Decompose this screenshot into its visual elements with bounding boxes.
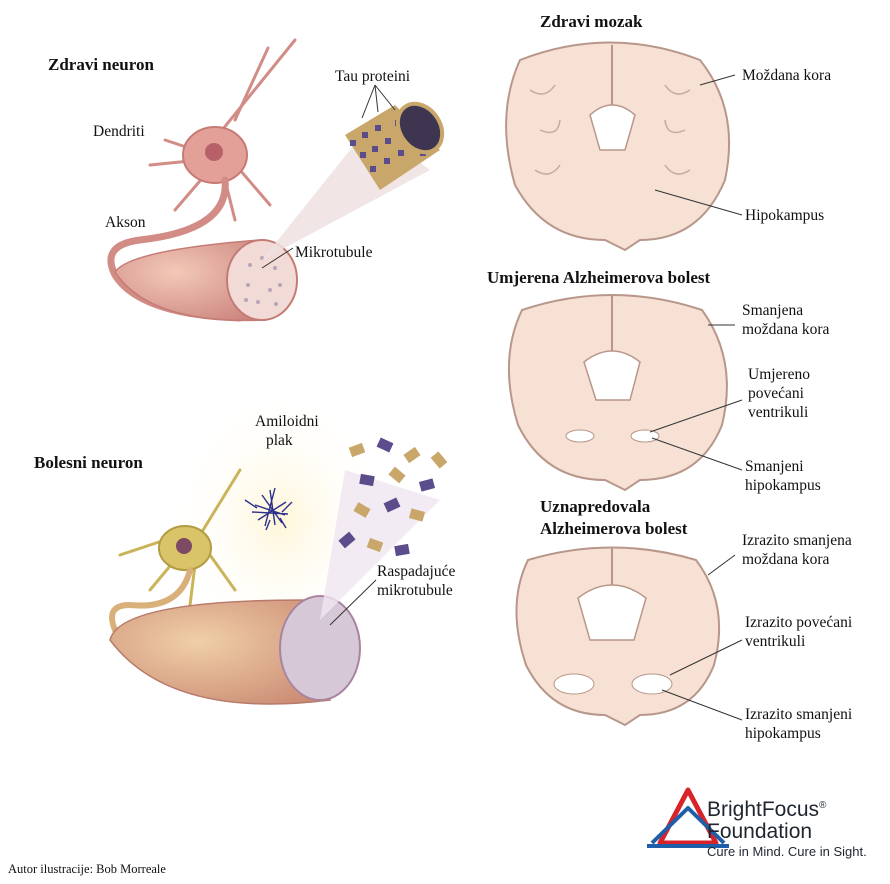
- healthy-hippocampus-label: Hipokampus: [745, 207, 824, 225]
- moderate-hippocampus-label-line1: Smanjeni: [745, 458, 804, 476]
- advanced-hippocampus-label-line2: hipokampus: [745, 725, 821, 743]
- moderate-ad-title: Umjerena Alzheimerova bolest: [487, 268, 710, 288]
- moderate-cortex-label-line2: moždana kora: [742, 321, 829, 339]
- advanced-ventricles-label-line1: Izrazito povećani: [745, 614, 852, 632]
- healthy-brain: [506, 43, 742, 251]
- advanced-ad-title-line1: Uznapredovala: [540, 497, 650, 517]
- tau-proteins-label: Tau proteini: [335, 68, 410, 86]
- amyloid-plaque-label-line1: Amiloidni: [255, 413, 319, 431]
- logo-name-line2: Foundation: [707, 821, 826, 843]
- healthy-cortex-label: Moždana kora: [742, 67, 831, 85]
- advanced-cortex-label-line2: moždana kora: [742, 551, 829, 569]
- healthy-neuron-title: Zdravi neuron: [48, 55, 154, 75]
- axon-label: Akson: [105, 214, 145, 232]
- moderate-hippocampus-label-line2: hipokampus: [745, 477, 821, 495]
- illustration-credit: Autor ilustracije: Bob Morreale: [8, 862, 166, 877]
- moderate-ventricles-label-line3: ventrikuli: [748, 404, 808, 422]
- disintegrating-microtubules-label-line2: mikrotubule: [377, 582, 453, 600]
- microtubules-label: Mikrotubule: [295, 244, 373, 262]
- moderate-ventricles-label-line1: Umjereno: [748, 366, 810, 384]
- diseased-neuron-title: Bolesni neuron: [34, 453, 143, 473]
- logo-tagline: Cure in Mind. Cure in Sight.: [707, 844, 867, 859]
- advanced-ventricles-label-line2: ventrikuli: [745, 633, 805, 651]
- healthy-brain-title: Zdravi mozak: [540, 12, 642, 32]
- advanced-ad-brain: [516, 548, 742, 726]
- logo-name-line1: BrightFocus®: [707, 795, 826, 821]
- disintegrating-microtubules-label-line1: Raspadajuće: [377, 563, 455, 581]
- advanced-cortex-label-line1: Izrazito smanjena: [742, 532, 852, 550]
- advanced-ad-title-line2: Alzheimerova bolest: [540, 519, 687, 539]
- moderate-cortex-label-line1: Smanjena: [742, 302, 803, 320]
- dendrites-label: Dendriti: [93, 123, 145, 141]
- brightfocus-logo: BrightFocus® Foundation: [707, 795, 826, 843]
- advanced-hippocampus-label-line1: Izrazito smanjeni: [745, 706, 852, 724]
- amyloid-plaque-label-line2: plak: [266, 432, 293, 450]
- moderate-ad-brain: [509, 295, 742, 490]
- moderate-ventricles-label-line2: povećani: [748, 385, 804, 403]
